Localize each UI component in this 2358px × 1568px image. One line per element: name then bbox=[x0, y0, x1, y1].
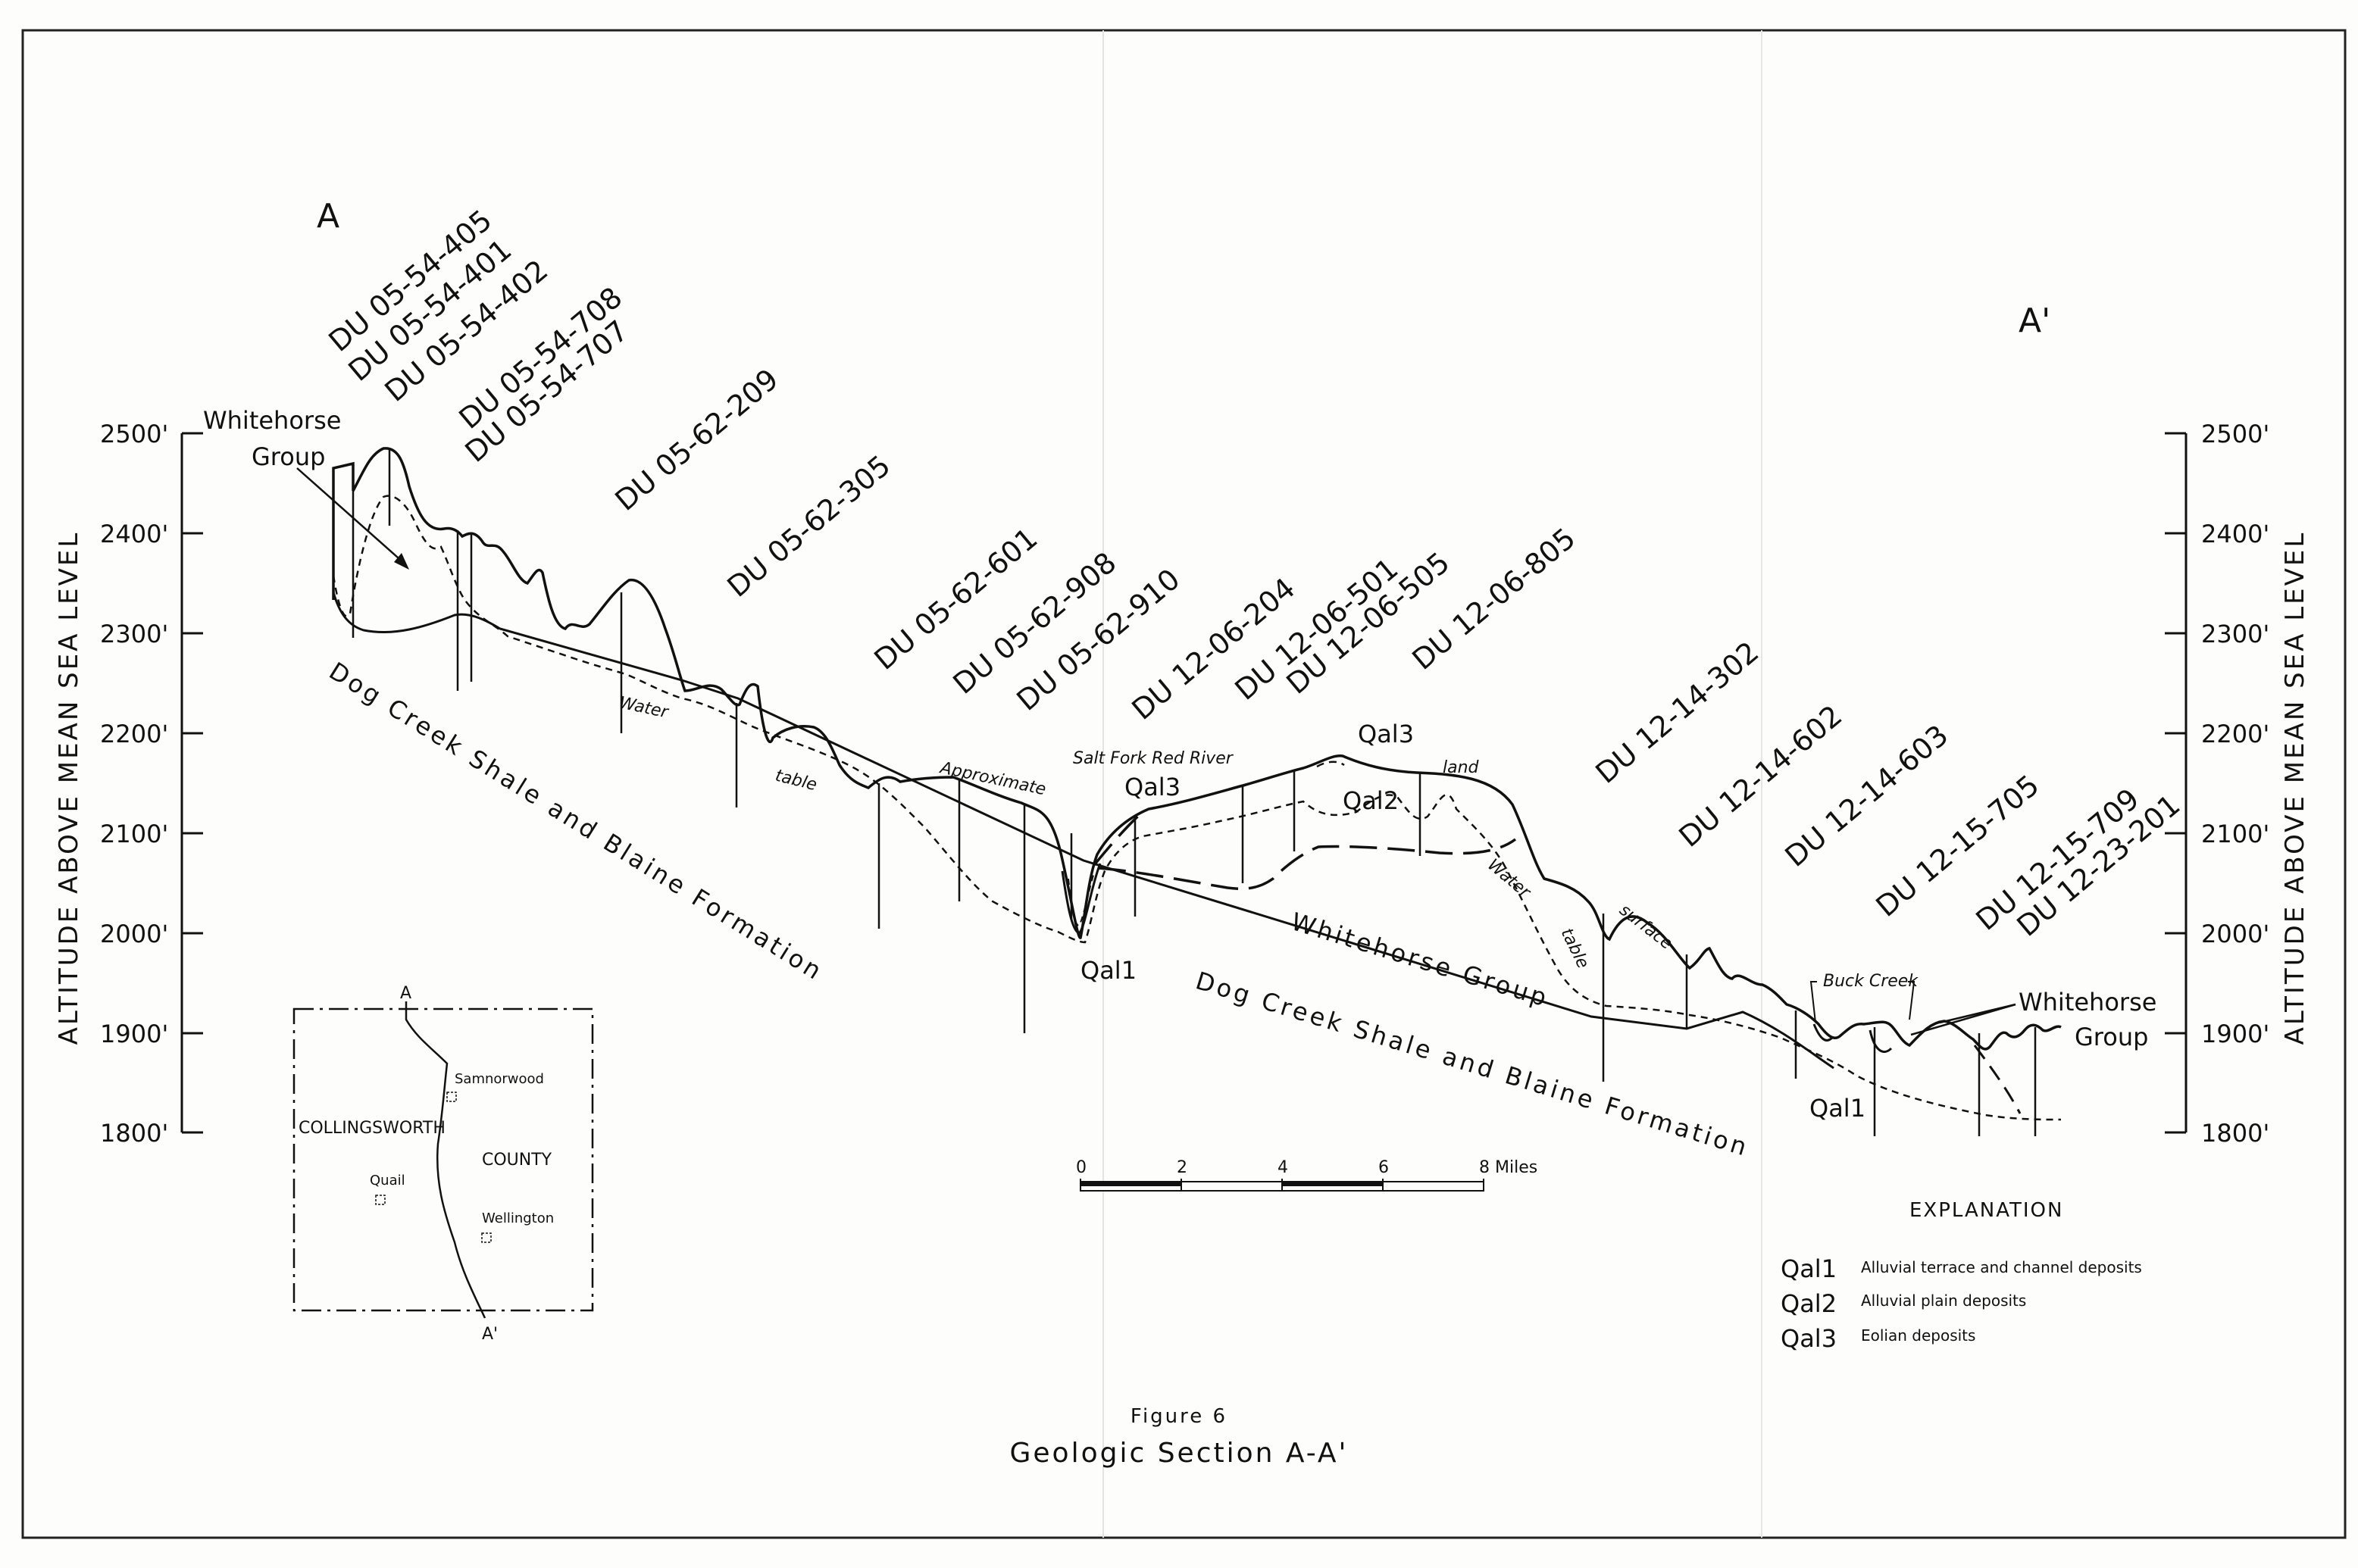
axis-tick-label: 2300' bbox=[100, 620, 168, 648]
inset-town-label: Wellington bbox=[482, 1210, 554, 1226]
left-altitude-axis: 2500' 2400' 2300' 2200' 2100' 2000' 1900… bbox=[54, 420, 203, 1148]
inset-county-name: COLLINGSWORTH bbox=[299, 1119, 446, 1138]
well-label: DU 05-62-209 bbox=[609, 362, 785, 517]
buck-creek-channel bbox=[1812, 1023, 1893, 1053]
water-table-label: Water bbox=[618, 693, 671, 722]
scale-tick-label: 4 bbox=[1278, 1158, 1288, 1177]
surface-label: surface bbox=[1615, 901, 1675, 954]
inset-county-label: COUNTY bbox=[482, 1151, 552, 1170]
axis-tick-label: 1800' bbox=[2201, 1119, 2269, 1148]
axis-tick-label: 2400' bbox=[100, 520, 168, 548]
page-frame bbox=[21, 29, 2347, 1539]
inset-location-map: A A' COLLINGSWORTH COUNTY Samnorwood Qua… bbox=[292, 984, 594, 1344]
right-altitude-axis: 2500' 2400' 2300' 2200' 2100' 2000' 1900… bbox=[2165, 420, 2310, 1148]
well-label: DU 12-06-805 bbox=[1406, 521, 1582, 676]
qal1-buck-creek-base bbox=[1973, 1045, 2022, 1114]
qal1-label-buck-creek: Qal1 bbox=[1809, 1094, 1865, 1123]
whitehorse-label-right-2: Group bbox=[2075, 1023, 2148, 1051]
qal3-deposit-base bbox=[1093, 809, 1146, 867]
axis-tick-label: 2100' bbox=[2201, 820, 2269, 848]
qal2-label: Qal2 bbox=[1343, 786, 1399, 815]
legend-symbol: Qal2 bbox=[1781, 1289, 1837, 1318]
axis-tick-label: 2300' bbox=[2201, 620, 2269, 648]
inset-section-line bbox=[405, 1001, 486, 1319]
buck-creek-label: Buck Creek bbox=[1823, 972, 1919, 991]
whitehorse-label-right: Whitehorse bbox=[2019, 988, 2156, 1017]
axis-title: ALTITUDE ABOVE MEAN SEA LEVEL bbox=[54, 531, 84, 1045]
section-start-label: A bbox=[317, 197, 339, 236]
buck-creek-bracket bbox=[1809, 981, 1915, 1023]
scale-bar: 0 2 4 6 8 Miles bbox=[1076, 1158, 1537, 1192]
town-marker-icon bbox=[375, 1195, 386, 1205]
inset-town-label: Quail bbox=[370, 1173, 405, 1188]
qal3-label-ridge: Qal3 bbox=[1358, 720, 1414, 748]
axis-tick-label: 2100' bbox=[100, 820, 168, 848]
axis-tick-label: 1900' bbox=[100, 1020, 168, 1048]
axis-tick-label: 2200' bbox=[100, 720, 168, 748]
dog-creek-label-right: Dog Creek Shale and Blaine Formation bbox=[1193, 966, 1753, 1162]
axis-tick-label: 1800' bbox=[100, 1119, 168, 1148]
water-table-label: table bbox=[774, 767, 819, 795]
town-marker-icon bbox=[446, 1092, 457, 1102]
whitehorse-label-left-2: Group bbox=[252, 442, 325, 471]
qal1-channel-deposit bbox=[1061, 863, 1102, 935]
land-surface-profile bbox=[332, 447, 2062, 1051]
figure-title: Geologic Section A-A' bbox=[1010, 1438, 1349, 1469]
salt-fork-label: Salt Fork Red River bbox=[1073, 749, 1234, 768]
qal2-deposit-base bbox=[1098, 838, 1517, 891]
well-lines bbox=[352, 448, 2037, 1136]
water-table-label: Water bbox=[1484, 855, 1535, 902]
inset-town-label: Samnorwood bbox=[455, 1071, 544, 1087]
explanation-legend: EXPLANATION Qal1 Alluvial terrace and ch… bbox=[1781, 1199, 2142, 1353]
qal3-ridge-deposit bbox=[1316, 761, 1345, 768]
whitehorse-dogcreek-contact bbox=[332, 592, 1834, 1070]
qal1-label-salt-fork: Qal1 bbox=[1080, 956, 1137, 985]
land-label: land bbox=[1443, 758, 1480, 777]
whitehorse-leader-line bbox=[296, 467, 405, 564]
legend-text: Eolian deposits bbox=[1861, 1326, 1975, 1345]
whitehorse-label-left: Whitehorse bbox=[203, 406, 341, 435]
whitehorse-label-mid: Whitehorse Group bbox=[1288, 907, 1553, 1013]
town-marker-icon bbox=[481, 1232, 492, 1243]
legend-symbol: Qal1 bbox=[1781, 1254, 1837, 1283]
scale-tick-label: 2 bbox=[1177, 1158, 1187, 1177]
qal3-label-salt-fork: Qal3 bbox=[1124, 773, 1181, 801]
axis-tick-label: 2200' bbox=[2201, 720, 2269, 748]
axis-tick-label: 2500' bbox=[2201, 420, 2269, 448]
figure-number: Figure 6 bbox=[1131, 1405, 1227, 1428]
section-end-label: A' bbox=[2019, 301, 2050, 340]
axis-tick-label: 2000' bbox=[2201, 920, 2269, 948]
well-label: DU 05-62-305 bbox=[721, 448, 897, 604]
axis-tick-label: 1900' bbox=[2201, 1020, 2269, 1048]
explanation-title: EXPLANATION bbox=[1909, 1199, 2063, 1222]
legend-symbol: Qal3 bbox=[1781, 1324, 1837, 1353]
well-label: DU 12-14-302 bbox=[1590, 635, 1765, 790]
water-table-label: table bbox=[1557, 926, 1593, 972]
scale-tick-label: 8 Miles bbox=[1479, 1158, 1537, 1177]
whitehorse-leader-right bbox=[1939, 1003, 2016, 1024]
legend-text: Alluvial plain deposits bbox=[1861, 1292, 2026, 1310]
scale-tick-label: 6 bbox=[1378, 1158, 1389, 1177]
inset-label-a: A bbox=[400, 984, 411, 1003]
leader-arrowhead bbox=[394, 553, 409, 570]
axis-tick-label: 2400' bbox=[2201, 520, 2269, 548]
axis-tick-label: 2500' bbox=[100, 420, 168, 448]
legend-text: Alluvial terrace and channel deposits bbox=[1861, 1258, 2142, 1276]
scale-tick-label: 0 bbox=[1076, 1158, 1087, 1177]
axis-title: ALTITUDE ABOVE MEAN SEA LEVEL bbox=[2280, 531, 2310, 1045]
axis-tick-label: 2000' bbox=[100, 920, 168, 948]
inset-label-a-prime: A' bbox=[482, 1325, 498, 1344]
